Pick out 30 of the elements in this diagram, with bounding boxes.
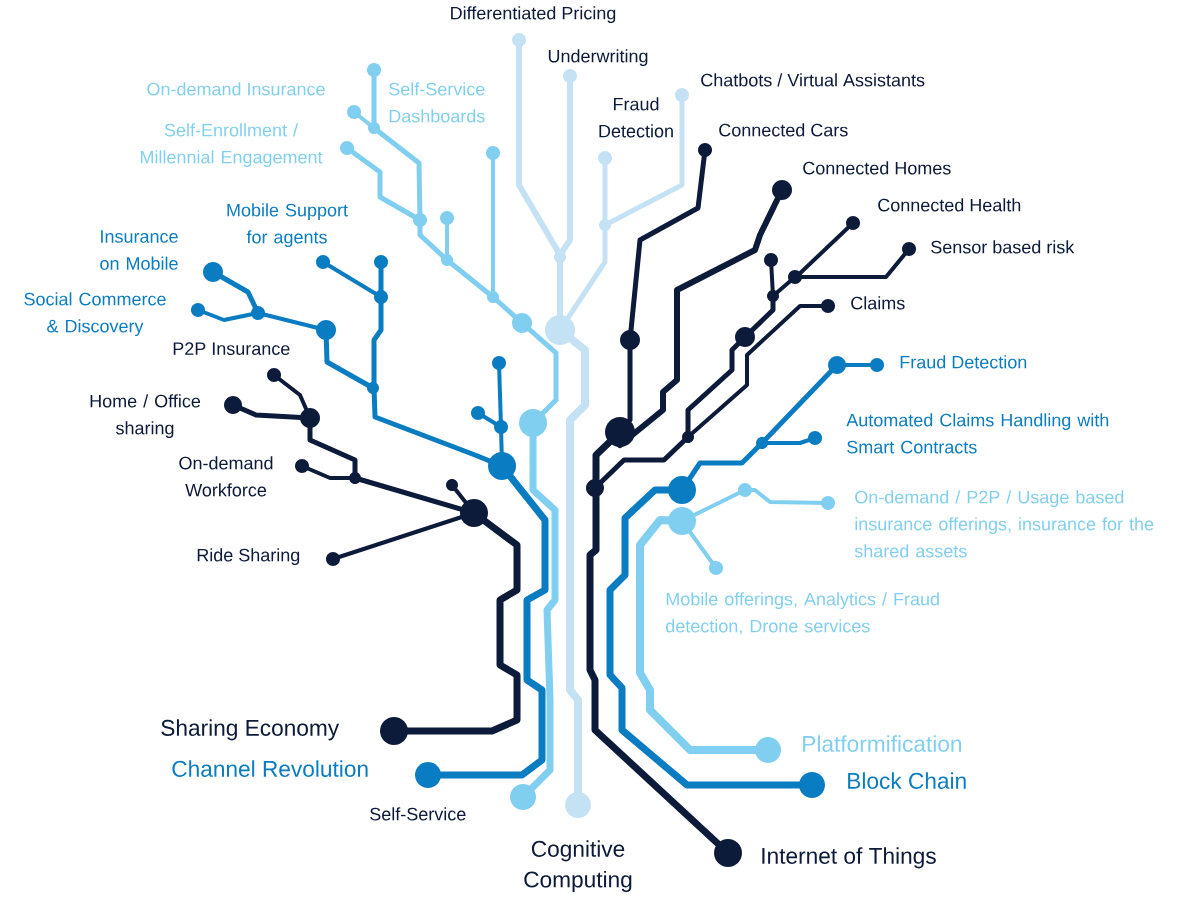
branch-label: On-demand Insurance (147, 82, 325, 96)
branch-label: Connected Cars (719, 123, 848, 137)
category-label: Platformification (803, 735, 961, 752)
branch-label: Fraud Detection (599, 97, 673, 138)
branch-label: Self-Service Dashboards (389, 82, 485, 123)
category-label: Internet of Things (762, 847, 936, 869)
branch-label: Connected Homes (803, 161, 951, 175)
branch-label: On-demand / P2P / Usage based insurance offerings, insurance for the shared assets (854, 490, 1154, 558)
branch-label: On-demand Workforce (179, 456, 273, 497)
branch-label: Ride Sharing (197, 548, 300, 566)
branch-label: Home / Office sharing (90, 394, 201, 439)
category-label: Block Chain (848, 772, 966, 789)
branch-label: Self-Service (370, 807, 466, 821)
branch-label: Mobile offerings, Analytics / Fraud detection, Drone services (666, 592, 939, 635)
branch-label: Connected Health (878, 198, 1021, 212)
category-label: Sharing Economy (161, 719, 340, 741)
branch-label: Automated Claims Handling with Smart Contracts (846, 413, 1109, 454)
branch-label: Differentiated Pricing (451, 6, 616, 24)
category-label: Channel Revolution (172, 760, 368, 777)
branch-label: Chatbots / Virtual Assistants (701, 73, 925, 87)
branch-label: Insurance on Mobile (100, 230, 178, 270)
branch-label: P2P Insurance (173, 342, 290, 355)
category-label: Cognitive Computing (524, 840, 632, 893)
branch-label: Underwriting (548, 49, 648, 67)
branch-label: Claims (851, 296, 905, 310)
branch-label: Sensor based risk (931, 240, 1075, 254)
branch-label: Social Commerce & Discovery (24, 292, 166, 337)
branch-label: Mobile Support for agents (227, 203, 348, 248)
branch-label: Self-Enrollment / Millennial Engagement (140, 123, 323, 168)
branch-label: Fraud Detection (900, 355, 1027, 369)
